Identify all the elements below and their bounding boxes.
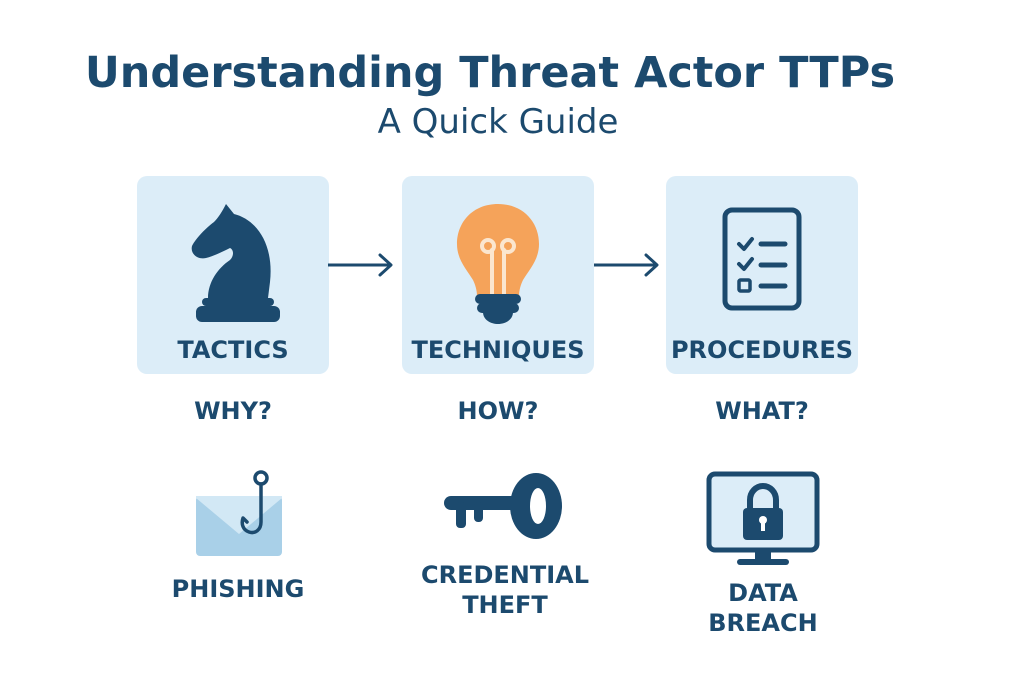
key-icon bbox=[395, 472, 615, 544]
example-label: PHISHING bbox=[171, 575, 305, 603]
card-procedures: PROCEDURES bbox=[666, 176, 858, 374]
card-techniques: TECHNIQUES bbox=[402, 176, 594, 374]
monitor-lock-icon bbox=[653, 470, 873, 570]
question-how: HOW? bbox=[457, 397, 539, 425]
example-phishing: PHISHING bbox=[128, 468, 348, 604]
envelope-hook-icon bbox=[128, 468, 348, 560]
page-subtitle: A Quick Guide bbox=[377, 102, 619, 142]
question-why: WHY? bbox=[194, 397, 272, 425]
example-data-breach: DATA BREACH bbox=[653, 470, 873, 638]
question-what: WHAT? bbox=[715, 397, 809, 425]
lightbulb-icon bbox=[402, 198, 594, 328]
card-label: TECHNIQUES bbox=[411, 336, 585, 364]
example-credential-theft: CREDENTIAL THEFT bbox=[395, 472, 615, 620]
example-label-line2: BREACH bbox=[708, 609, 818, 637]
example-label-line1: CREDENTIAL bbox=[420, 561, 590, 589]
card-label: PROCEDURES bbox=[670, 336, 854, 364]
page-title: Understanding Threat Actor TTPs bbox=[84, 48, 896, 98]
example-label-line1: DATA bbox=[728, 579, 798, 607]
arrow-right-icon bbox=[328, 253, 393, 277]
checklist-icon bbox=[666, 198, 858, 328]
card-label: TACTICS bbox=[177, 336, 289, 364]
example-label-line2: THEFT bbox=[462, 591, 548, 619]
chess-knight-icon bbox=[137, 198, 329, 328]
card-tactics: TACTICS bbox=[137, 176, 329, 374]
arrow-right-icon bbox=[594, 253, 659, 277]
